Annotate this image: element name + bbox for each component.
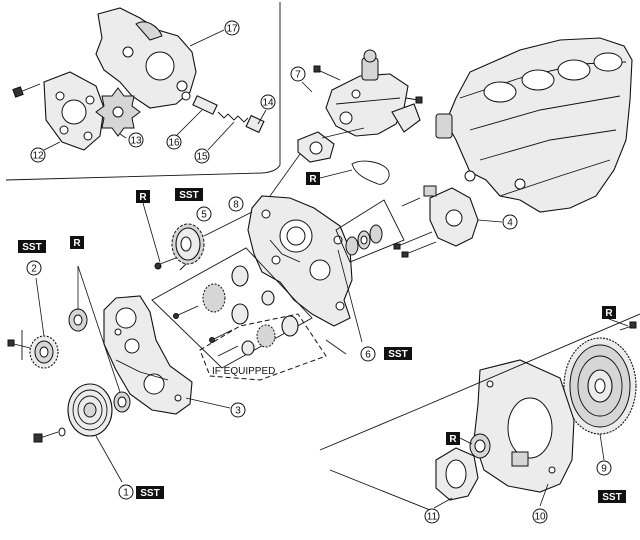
front-cover (247, 195, 353, 327)
svg-text:13: 13 (130, 136, 142, 147)
bolt-icon (19, 83, 41, 93)
oil-pump-gear-teeth (135, 21, 163, 41)
injection-pump (313, 49, 423, 137)
svg-text:R: R (309, 174, 317, 185)
optional-gear-set (217, 315, 299, 357)
callout-4: 4 (502, 214, 518, 230)
svg-text:SST: SST (388, 349, 407, 360)
svg-text:R: R (449, 434, 457, 445)
svg-text:11: 11 (427, 512, 438, 523)
svg-text:12: 12 (32, 151, 44, 162)
cylinder-block (435, 37, 633, 213)
svg-text:2: 2 (31, 264, 37, 275)
callout-14: 14 (260, 94, 276, 110)
svg-text:8: 8 (233, 200, 239, 211)
svg-text:9: 9 (601, 464, 607, 475)
crankshaft-pulley (33, 383, 113, 443)
callout-1: 1 (118, 484, 134, 500)
reuse-badge: R (446, 432, 460, 445)
svg-text:SST: SST (22, 242, 41, 253)
reuse-badge: R (136, 190, 150, 203)
callout-8: 8 (228, 196, 244, 212)
svg-text:R: R (139, 192, 147, 203)
callout-17: 17 (224, 20, 240, 36)
vacuum-pump (393, 185, 479, 258)
svg-text:SST: SST (179, 190, 198, 201)
svg-text:7: 7 (295, 70, 301, 81)
callout-9: 9 (596, 460, 612, 476)
sst-badge: SST (598, 490, 626, 503)
callout-12: 12 (30, 147, 46, 163)
rear-plate (473, 359, 575, 493)
svg-text:17: 17 (226, 24, 238, 35)
reuse-badge: R (602, 306, 616, 319)
callout-2: 2 (26, 260, 42, 276)
svg-text:SST: SST (140, 488, 159, 499)
rear-section-line-2 (329, 469, 431, 511)
relief-spring (217, 111, 249, 123)
timing-case (103, 295, 193, 415)
svg-text:6: 6 (365, 350, 371, 361)
rear-section-line (319, 313, 640, 451)
callout-11: 11 (424, 508, 440, 524)
svg-text:SST: SST (602, 492, 621, 503)
callout-15: 15 (194, 148, 210, 164)
inset-border (5, 2, 281, 181)
svg-text:R: R (605, 308, 613, 319)
callout-16: 16 (166, 134, 182, 150)
callout-7: 7 (290, 66, 306, 82)
svg-text:14: 14 (262, 98, 274, 109)
svg-text:4: 4 (507, 218, 513, 229)
svg-text:1: 1 (123, 488, 129, 499)
inset-oil-pump-group (12, 7, 265, 151)
relief-plug (245, 114, 265, 134)
camshaft-pulley (7, 330, 59, 369)
reuse-badge: R (70, 236, 84, 249)
svg-text:15: 15 (196, 152, 208, 163)
rear-oil-seal (435, 433, 491, 501)
if-equipped-note: IF EQUIPPED (212, 366, 275, 377)
relief-plunger (192, 95, 218, 115)
svg-text:3: 3 (235, 406, 241, 417)
svg-text:10: 10 (534, 512, 546, 523)
callout-6: 6 (360, 346, 376, 362)
callout-10: 10 (532, 508, 548, 524)
sst-badge: SST (136, 486, 164, 499)
if-equipped-box (199, 313, 327, 381)
balancer-gear-set (151, 247, 313, 369)
idler-gear (154, 223, 205, 271)
svg-text:16: 16 (168, 138, 180, 149)
sst-badge: SST (175, 188, 203, 201)
svg-text:R: R (73, 238, 81, 249)
callout-5: 5 (196, 206, 212, 222)
reuse-badge: R (306, 172, 320, 185)
callout-13: 13 (128, 132, 144, 148)
callout-3: 3 (230, 402, 246, 418)
oil-pump-bore (145, 51, 175, 81)
sst-badge: SST (384, 347, 412, 360)
svg-text:5: 5 (201, 210, 207, 221)
sst-badge: SST (18, 240, 46, 253)
seal-set-group (335, 199, 405, 263)
flywheel (563, 321, 637, 435)
o-ring (351, 160, 390, 185)
